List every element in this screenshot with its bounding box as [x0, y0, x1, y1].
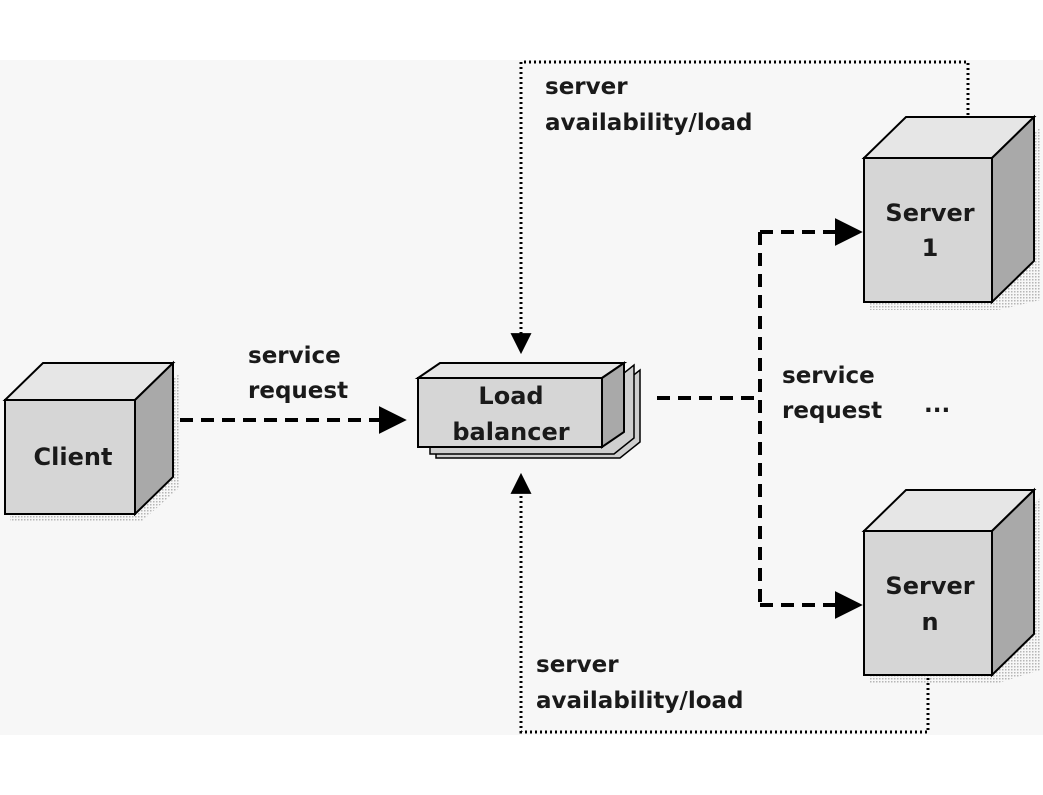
server-1-node: Server 1	[861, 114, 1040, 310]
load-balancer-label-line2: balancer	[452, 418, 569, 446]
server-1-label-line1: Server	[885, 199, 974, 227]
feedback-bottom-label-line2: availability/load	[536, 688, 744, 714]
client-label: Client	[34, 443, 113, 471]
feedback-top-arrow	[510, 60, 970, 355]
load-balancer-node: Load balancer	[414, 361, 641, 459]
server-n-label-line1: Server	[885, 572, 974, 600]
feedback-top-label-line2: availability/load	[545, 110, 753, 136]
lb-to-servers-arrows	[657, 218, 863, 619]
lb-request-label-line1: service	[782, 363, 875, 389]
feedback-top-label-line1: server	[545, 74, 628, 100]
load-balancer-label-line1: Load	[478, 382, 543, 410]
server-n-label-line2: n	[921, 608, 938, 636]
feedback-bottom-arrow	[510, 472, 930, 734]
server-1-label-line2: 1	[922, 234, 939, 262]
client-request-label-line1: service	[248, 343, 341, 369]
ellipsis-label: ...	[924, 392, 950, 418]
client-node: Client	[2, 360, 180, 521]
feedback-bottom-label-line1: server	[536, 652, 619, 678]
server-n-node: Server n	[861, 487, 1040, 683]
client-request-label-line2: request	[248, 378, 348, 404]
lb-request-label-line2: request	[782, 398, 882, 424]
